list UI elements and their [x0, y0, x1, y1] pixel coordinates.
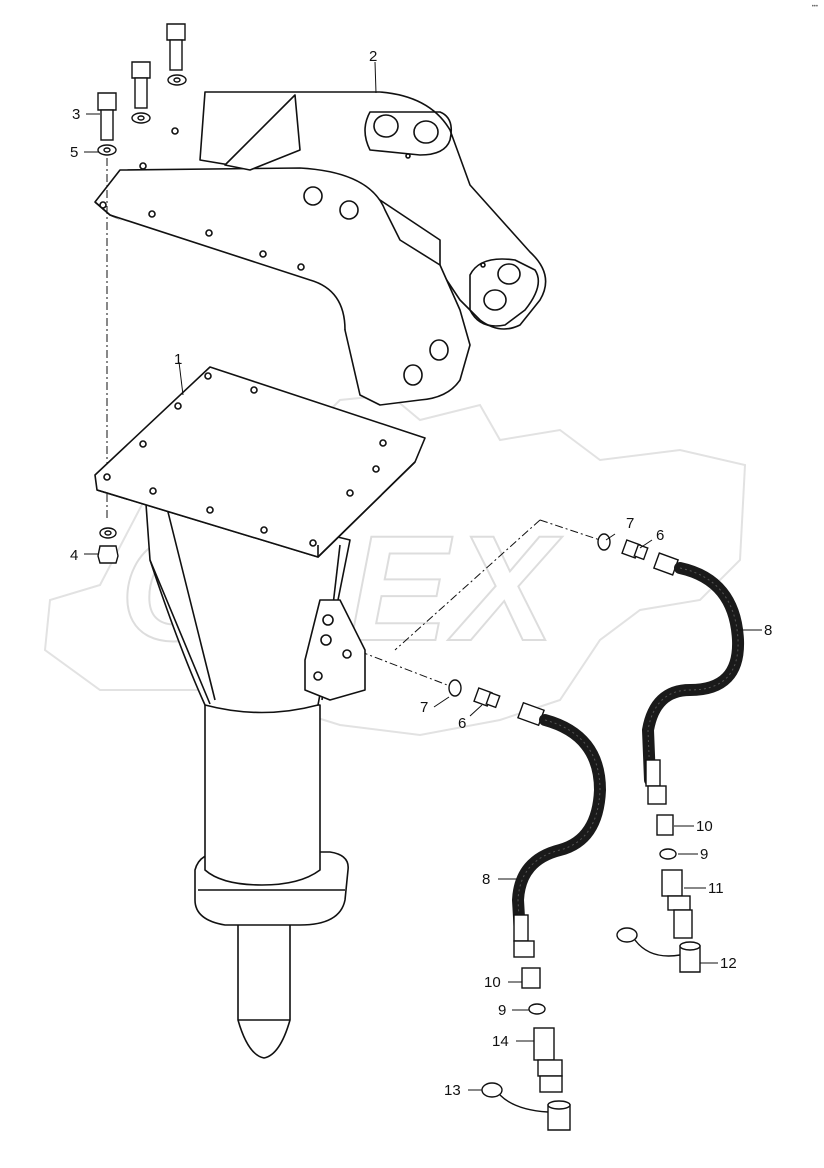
nipple-10-lower — [521, 967, 541, 989]
corner-mark: ••• — [811, 4, 818, 10]
callout-8-lower: 8 — [482, 871, 490, 888]
hose-8-lower — [511, 714, 607, 941]
bolt-2 — [131, 61, 151, 109]
adapter-6-upper — [621, 539, 649, 561]
dust-cap-13 — [481, 1082, 571, 1131]
oring-7-upper — [597, 533, 611, 551]
oring-9-lower — [528, 1003, 546, 1015]
callout-7-upper: 7 — [626, 515, 634, 532]
callout-6-lower: 6 — [458, 715, 466, 732]
part-4-nut — [97, 527, 119, 564]
callout-11: 11 — [708, 880, 724, 897]
part-2-mounting-bracket — [94, 91, 547, 406]
callout-1: 1 — [174, 351, 182, 368]
callout-4: 4 — [70, 547, 78, 564]
part-1-hammer — [94, 366, 426, 1059]
oring-9-upper — [659, 848, 677, 860]
nipple-10-upper — [656, 814, 674, 836]
hose-assembly-lower — [448, 679, 607, 1131]
adapter-6-lower — [473, 687, 501, 709]
callout-13: 13 — [444, 1082, 461, 1099]
hose-assembly-upper — [597, 533, 745, 973]
bolt-1 — [166, 23, 186, 71]
callout-7-lower: 7 — [420, 699, 428, 716]
hose-end-upper — [652, 552, 680, 576]
part-3-bolts — [97, 23, 186, 141]
coupler-11 — [661, 869, 693, 939]
callout-10-lower: 10 — [484, 974, 501, 991]
callout-3: 3 — [72, 106, 80, 123]
callout-labels: 1 2 3 4 5 6 6 7 7 8 8 9 9 10 10 11 12 13… — [70, 48, 772, 1099]
oring-7-lower — [448, 679, 462, 697]
callout-9-lower: 9 — [498, 1002, 506, 1019]
callout-9-upper: 9 — [700, 846, 708, 863]
callout-8-upper: 8 — [764, 622, 772, 639]
callout-2: 2 — [369, 48, 377, 65]
bolt-3 — [97, 92, 117, 141]
coupler-14 — [533, 1027, 563, 1093]
callout-12: 12 — [720, 955, 737, 972]
callout-10-upper: 10 — [696, 818, 713, 835]
hose-8-upper — [641, 562, 745, 786]
callout-6-upper: 6 — [656, 527, 664, 544]
part-5-washers — [97, 74, 187, 156]
callout-5: 5 — [70, 144, 78, 161]
leader-lines — [84, 61, 762, 1091]
dust-cap-12 — [616, 927, 701, 973]
callout-14: 14 — [492, 1033, 509, 1050]
